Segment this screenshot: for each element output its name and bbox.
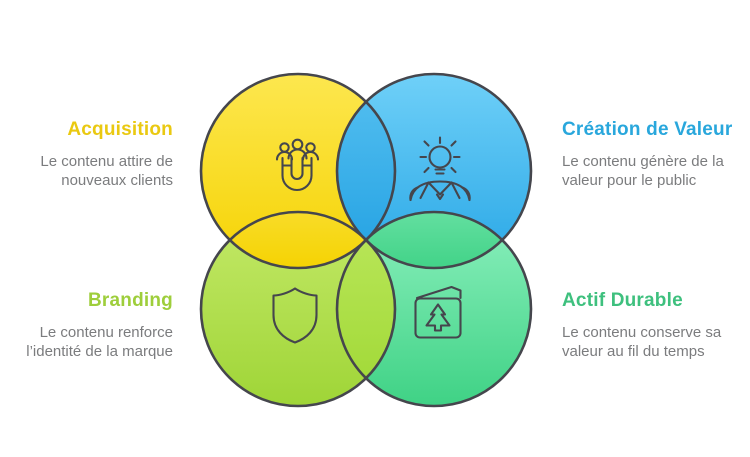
overlap-lens-bottom bbox=[336, 239, 396, 379]
person-shoulders bbox=[287, 148, 308, 160]
quadrant-title: Actif Durable bbox=[562, 290, 683, 311]
outline-creation-valeur bbox=[335, 72, 533, 270]
circle-creation-valeur bbox=[337, 74, 531, 268]
magnet-inner bbox=[290, 156, 304, 180]
label-acquisition: Acquisition Le contenu attire de nouveau… bbox=[10, 118, 173, 190]
pine-tree bbox=[425, 303, 451, 332]
lightbulb-base bbox=[434, 168, 446, 175]
card-flap bbox=[415, 285, 462, 300]
quadrant-description: Le contenu génère de la valeur pour le p… bbox=[562, 153, 724, 189]
card-front bbox=[414, 297, 462, 339]
quadrant-title: Acquisition bbox=[67, 119, 173, 140]
outline-acquisition bbox=[199, 72, 397, 270]
label-creation-valeur: Création de Valeur Le contenu génère de … bbox=[562, 118, 742, 190]
person-shoulders bbox=[301, 151, 320, 161]
lightbulb-rays bbox=[419, 136, 461, 174]
overlap-lens-top bbox=[336, 101, 396, 241]
outline-actif-durable bbox=[335, 210, 533, 408]
person-shoulders bbox=[409, 180, 471, 202]
circle-acquisition bbox=[201, 74, 395, 268]
label-branding: Branding Le contenu renforce l’identité … bbox=[10, 289, 173, 361]
shield-shape bbox=[272, 287, 318, 344]
magnet-audience-icon bbox=[275, 138, 320, 191]
quadrant-description: Le contenu renforce l’identité de la mar… bbox=[26, 324, 173, 360]
idea-person-icon bbox=[409, 136, 471, 202]
quadrant-description: Le contenu attire de nouveaux clients bbox=[40, 153, 173, 189]
lapels bbox=[419, 181, 461, 200]
circle-branding bbox=[201, 212, 395, 406]
overlap-lens-left bbox=[229, 211, 367, 269]
overlap-lens-right bbox=[365, 211, 503, 269]
outline-branding bbox=[199, 210, 397, 408]
evergreen-card-icon bbox=[414, 285, 462, 339]
quadrant-description: Le contenu conserve sa valeur au fil du … bbox=[562, 324, 722, 360]
lightbulb bbox=[428, 145, 452, 169]
circle-outlines bbox=[199, 72, 533, 408]
person-arms bbox=[409, 186, 471, 202]
tie bbox=[435, 193, 445, 201]
quadrant-title: Branding bbox=[88, 290, 173, 311]
magnet-outer bbox=[281, 156, 313, 191]
quadrant-title: Création de Valeur bbox=[562, 119, 733, 140]
label-actif-durable: Actif Durable Le contenu conserve sa val… bbox=[562, 289, 744, 361]
collar bbox=[427, 181, 453, 196]
shield-icon bbox=[272, 287, 318, 344]
